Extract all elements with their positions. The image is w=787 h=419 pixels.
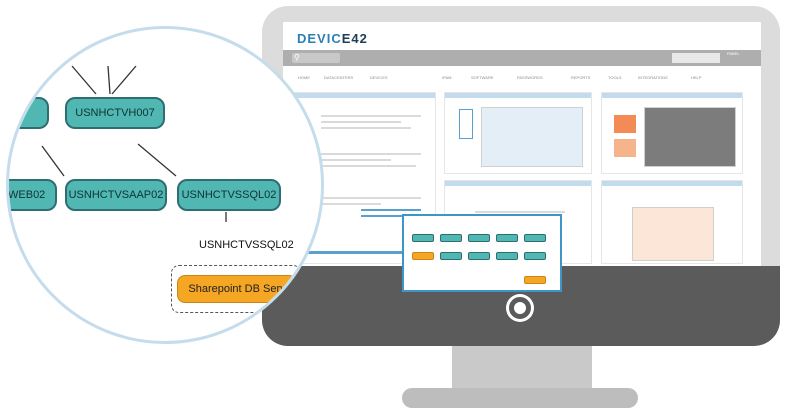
search-icon[interactable]: ⚲ <box>294 53 300 62</box>
mini-node <box>524 252 546 260</box>
nav-item-passwords[interactable]: PASSWORDS <box>517 75 543 80</box>
mini-node-orange <box>412 252 434 260</box>
mini-node <box>524 234 546 242</box>
diagram-node-saap02[interactable]: USNHCTVSAAP02 <box>65 179 167 211</box>
nav-item-help[interactable]: HELP <box>691 75 702 80</box>
panel-header <box>445 181 591 186</box>
nav-item-ipam[interactable]: IPAM <box>442 75 452 80</box>
panel-header <box>445 93 591 98</box>
mini-node <box>496 252 518 260</box>
mini-node <box>440 252 462 260</box>
monitor-stand-neck <box>452 346 592 392</box>
diagram-node-left-partial[interactable]: 6 <box>9 97 49 129</box>
panel-header <box>602 93 742 98</box>
nav-item-software[interactable]: SOFTWARE <box>471 75 494 80</box>
top-right-label[interactable]: PABEL <box>727 51 740 56</box>
rack-color-swatch <box>614 115 636 133</box>
nav-item-home[interactable]: HOME <box>298 75 310 80</box>
rack-layout-panel <box>444 92 592 174</box>
nav-item-datacenters[interactable]: DATACENTERS <box>324 75 354 80</box>
diagram-node-web02[interactable]: SWEB02 <box>8 179 57 211</box>
mini-node <box>468 234 490 242</box>
highlighted-diagram-thumbnail[interactable] <box>402 214 562 292</box>
logo-main-text: DEVIC <box>297 31 342 46</box>
floor-plan-thumbnail[interactable] <box>481 107 583 167</box>
zoom-magnifier: 6 USNHCTVH007 SWEB02 USNHCTVSAAP02 USNHC… <box>6 26 324 344</box>
mini-node <box>412 234 434 242</box>
dependency-chart-thumbnail[interactable] <box>632 207 714 261</box>
zoom-connector <box>270 251 410 254</box>
mini-node-orange <box>524 276 546 284</box>
power-button-icon <box>509 297 531 319</box>
nav-item-reports[interactable]: REPORTS <box>571 75 591 80</box>
node-label: USNHCTVH007 <box>75 107 155 119</box>
node-label: SWEB02 <box>8 189 46 201</box>
user-menu-box[interactable] <box>672 53 720 63</box>
zoom-connector-lines <box>41 65 227 222</box>
logo-accent-text: E42 <box>341 31 368 46</box>
rack-thumbnail[interactable] <box>644 107 736 167</box>
node-label: USNHCTVSAAP02 <box>68 189 164 201</box>
rack-color-swatch <box>614 139 636 157</box>
dependency-chart-panel <box>601 180 743 264</box>
node-label: Sharepoint DB Serv <box>188 283 286 295</box>
node-label: USNHCTVSSQL02 <box>181 189 277 201</box>
panel-header <box>602 181 742 186</box>
mini-node <box>468 252 490 260</box>
diagram-node-ssql02[interactable]: USNHCTVSSQL02 <box>177 179 281 211</box>
monitor-stand-base <box>402 388 638 408</box>
node-label: 6 <box>10 107 18 119</box>
nav-item-integrations[interactable]: INTEGRATIONS <box>638 75 668 80</box>
search-input[interactable] <box>292 53 340 63</box>
panel-header <box>289 93 435 98</box>
top-bar <box>283 50 761 66</box>
nav-item-tools[interactable]: TOOLS <box>608 75 622 80</box>
diagram-node-vh007[interactable]: USNHCTVH007 <box>65 97 165 129</box>
floor-plan-legend <box>459 109 473 139</box>
app-logo: DEVICE42 <box>297 31 368 46</box>
diagram-plain-label: USNHCTVSSQL02 <box>199 239 294 251</box>
mini-node <box>496 234 518 242</box>
mini-node <box>440 234 462 242</box>
sharepoint-db-node[interactable]: Sharepoint DB Serv <box>177 275 297 303</box>
nav-item-devices[interactable]: DEVICES <box>370 75 388 80</box>
selection-box <box>171 265 301 313</box>
rack-view-panel <box>601 92 743 174</box>
